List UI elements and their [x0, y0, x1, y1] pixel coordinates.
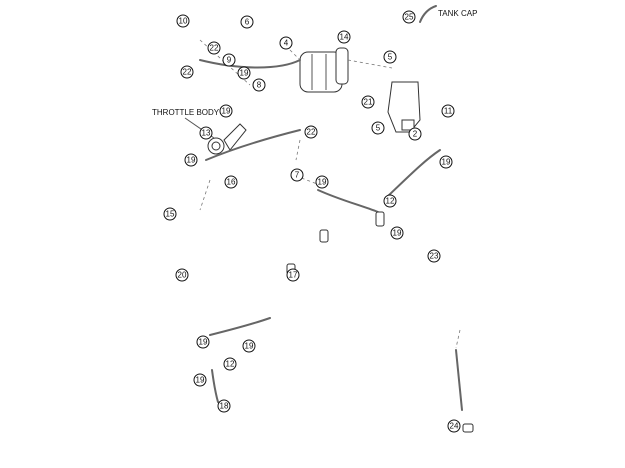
svg-text:15: 15	[166, 210, 175, 219]
callout: 25	[402, 10, 416, 24]
hose-throttle	[205, 129, 301, 161]
leader-dashed-3	[347, 59, 393, 69]
callout: 6	[240, 15, 254, 29]
svg-text:22: 22	[307, 128, 316, 137]
svg-text:12: 12	[386, 197, 395, 206]
bracket-part	[387, 81, 421, 133]
fitting-left	[319, 229, 329, 243]
svg-text:5: 5	[376, 124, 381, 133]
svg-text:19: 19	[393, 229, 402, 238]
callout: 20	[175, 268, 189, 282]
svg-text:19: 19	[442, 158, 451, 167]
tank-cap-label: TANK CAP	[438, 9, 477, 18]
svg-text:19: 19	[199, 338, 208, 347]
svg-text:16: 16	[227, 178, 236, 187]
callout: 22	[304, 125, 318, 139]
hose-right	[387, 149, 441, 197]
svg-text:25: 25	[405, 13, 414, 22]
svg-text:18: 18	[220, 402, 229, 411]
svg-text:22: 22	[210, 44, 219, 53]
svg-text:19: 19	[187, 156, 196, 165]
callout: 16	[224, 175, 238, 189]
svg-text:8: 8	[257, 81, 262, 90]
callout: 17	[286, 268, 300, 282]
callout: 19	[315, 175, 329, 189]
svg-text:13: 13	[202, 129, 211, 138]
canister-part	[299, 47, 349, 93]
callout: 15	[163, 207, 177, 221]
callout: 21	[361, 95, 375, 109]
svg-text:22: 22	[183, 68, 192, 77]
callout-group: 10 6 25 22 9 4 14 19 8 5 22 21 11 13 19 …	[163, 10, 461, 433]
leader-dashed-5	[199, 179, 211, 211]
callout: 11	[441, 104, 455, 118]
callout: 19	[219, 104, 233, 118]
svg-text:19: 19	[240, 69, 249, 78]
svg-text:17: 17	[289, 271, 298, 280]
hose-middle	[317, 189, 379, 213]
callout: 2	[408, 127, 422, 141]
svg-text:7: 7	[295, 171, 300, 180]
svg-text:4: 4	[284, 39, 289, 48]
callout: 9	[222, 53, 236, 67]
svg-text:21: 21	[364, 98, 373, 107]
callout: 22	[207, 41, 221, 55]
callout: 22	[180, 65, 194, 79]
svg-text:11: 11	[444, 107, 453, 116]
svg-text:19: 19	[196, 376, 205, 385]
tank-cap-label-group: TANK CAP	[438, 9, 477, 18]
svg-text:6: 6	[245, 18, 250, 27]
callout: 18	[217, 399, 231, 413]
throttle-body-part	[207, 123, 247, 155]
hose-bottom	[211, 369, 219, 403]
callout: 13	[199, 126, 213, 140]
callout: 7	[290, 168, 304, 182]
callout: 19	[184, 153, 198, 167]
svg-text:24: 24	[450, 422, 459, 431]
part-drawings	[199, 5, 474, 433]
leader-dashed-7	[455, 329, 461, 349]
callout: 10	[176, 14, 190, 28]
fitting-right	[375, 211, 385, 227]
callout: 19	[193, 373, 207, 387]
hose-tank-cap	[419, 5, 437, 23]
svg-text:5: 5	[388, 53, 393, 62]
leader-dashed-2	[289, 49, 301, 61]
svg-text:19: 19	[222, 107, 231, 116]
svg-text:19: 19	[245, 342, 254, 351]
hose-lower-right	[455, 349, 463, 411]
svg-text:2: 2	[413, 130, 418, 139]
callout: 12	[383, 194, 397, 208]
svg-text:12: 12	[226, 360, 235, 369]
svg-text:9: 9	[227, 56, 232, 65]
leader-dashed-6	[295, 175, 321, 186]
callout: 14	[337, 30, 351, 44]
callout: 19	[390, 226, 404, 240]
callout: 8	[252, 78, 266, 92]
callout: 23	[427, 249, 441, 263]
callout: 5	[383, 50, 397, 64]
svg-text:23: 23	[430, 252, 439, 261]
callout: 19	[196, 335, 210, 349]
leader-dashed-4	[295, 139, 301, 161]
svg-text:14: 14	[340, 33, 349, 42]
svg-text:19: 19	[318, 178, 327, 187]
callout: 12	[223, 357, 237, 371]
svg-text:10: 10	[179, 17, 188, 26]
svg-text:20: 20	[178, 271, 187, 280]
throttle-body-label: THROTTLE BODY	[152, 108, 220, 117]
fitting-bottom	[462, 423, 474, 433]
hose-lower-left	[209, 317, 271, 336]
callout: 19	[242, 339, 256, 353]
callout: 19	[237, 66, 251, 80]
callout: 19	[439, 155, 453, 169]
hose-upper	[199, 59, 301, 69]
callout: 5	[371, 121, 385, 135]
callout: 24	[447, 419, 461, 433]
callout: 4	[279, 36, 293, 50]
